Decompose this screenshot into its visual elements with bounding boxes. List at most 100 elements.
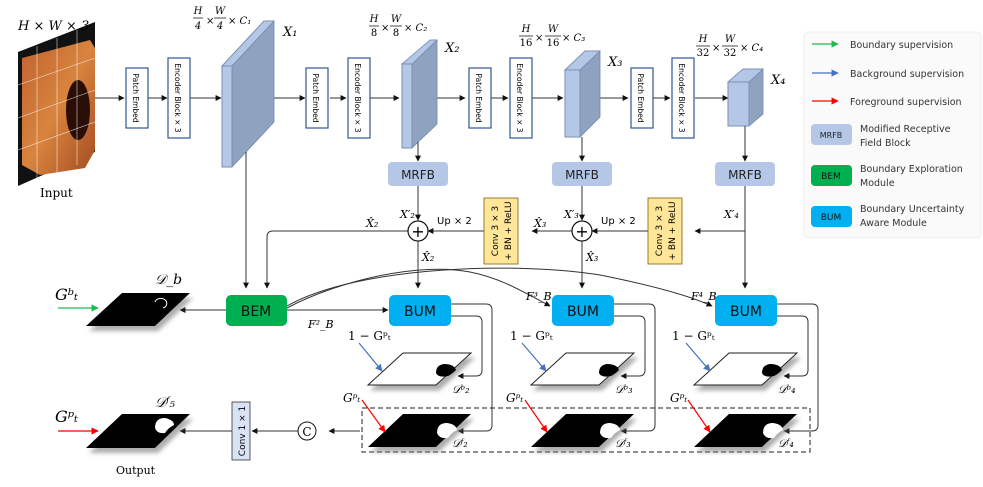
label-fb4: F⁴_B bbox=[690, 290, 717, 303]
label-gtp-4: Gᵖₜ bbox=[670, 391, 687, 405]
map-d5f bbox=[86, 414, 190, 448]
label-up-2-b: Up × 2 bbox=[601, 216, 636, 227]
dims-denominator: 4 bbox=[194, 21, 201, 32]
mrfb-block-2: MRFB bbox=[388, 162, 448, 186]
encoder-label: Encoder Block × 3 bbox=[353, 63, 362, 132]
plus-symbol: + bbox=[575, 222, 588, 241]
patch-embed-label: Patch Embed bbox=[636, 73, 645, 122]
legend-abbr: BEM bbox=[821, 172, 841, 182]
dims-denominator: 8 bbox=[371, 28, 377, 39]
map-d5f-foreground bbox=[155, 418, 174, 434]
map-d3b bbox=[529, 352, 636, 386]
conv-label: + BN + ReLU bbox=[504, 201, 514, 260]
encoder-label: Encoder Block × 3 bbox=[515, 63, 524, 132]
stage-name-x2: X₂ bbox=[444, 41, 459, 56]
patch-embed-1: Patch Embed bbox=[125, 67, 149, 129]
map-db bbox=[86, 293, 190, 326]
background-supervision-arrow-4 bbox=[685, 342, 711, 372]
legend-label: Boundary Uncertainty bbox=[860, 204, 965, 215]
feature-map-x2 bbox=[400, 39, 438, 149]
dims-times: × bbox=[535, 33, 543, 44]
legend-label: Modified Receptive bbox=[860, 124, 951, 135]
label-gtp-3: Gᵖₜ bbox=[506, 391, 523, 405]
dims-denominator: 16 bbox=[520, 38, 533, 49]
legend-mrfb-swatch bbox=[811, 124, 852, 145]
encoder-block-1: Encoder Block × 3 bbox=[167, 57, 191, 139]
dims-numerator: H bbox=[193, 6, 203, 17]
label-x2-hat-down: X̂₂ bbox=[421, 251, 434, 264]
sum-node-3: + bbox=[571, 220, 593, 242]
dims-times: × bbox=[381, 23, 389, 34]
dims-channels: × C₄ bbox=[740, 43, 763, 54]
label-x3-prime: X′₃ bbox=[563, 208, 579, 221]
patch-embed-label: Patch Embed bbox=[474, 73, 483, 122]
stage-dims-x2: H 8 × W 8 × C₂ bbox=[369, 14, 428, 39]
dims-denominator: 32 bbox=[724, 48, 737, 59]
input-dims: H × W × 3 bbox=[17, 19, 89, 34]
sum-node-2: + bbox=[407, 220, 429, 242]
bum-block-4: BUM bbox=[715, 295, 777, 326]
label-x4-prime: X′₄ bbox=[723, 208, 739, 221]
patch-embed-3: Patch Embed bbox=[468, 67, 492, 129]
dims-numerator: W bbox=[215, 6, 226, 17]
label-fb3: F³_B bbox=[525, 290, 552, 303]
encoder-label: Encoder Block × 3 bbox=[677, 63, 686, 132]
label-d3b: 𝒟ᵇ₃ bbox=[615, 383, 633, 396]
foreground-supervision-arrow-4 bbox=[687, 399, 711, 433]
dims-numerator: H bbox=[521, 24, 531, 35]
bem-label: BEM bbox=[241, 304, 272, 320]
label-gtb: Gᵇₜ bbox=[55, 285, 78, 304]
encoder-block-2: Encoder Block × 3 bbox=[347, 57, 371, 139]
patch-embed-4: Patch Embed bbox=[630, 67, 654, 129]
label-one-minus-gtp-3: 1 − Gᵖₜ bbox=[510, 329, 553, 343]
dims-numerator: W bbox=[391, 14, 402, 25]
bum-label: BUM bbox=[730, 304, 762, 320]
mrfb-block-3: MRFB bbox=[552, 162, 612, 186]
conv3x3-block-2: Conv 3 × 3 + BN + ReLU bbox=[647, 197, 683, 265]
foreground-supervision-arrow-2 bbox=[361, 399, 386, 433]
input-image bbox=[17, 22, 96, 186]
bum-label: BUM bbox=[567, 304, 599, 320]
legend-label: Aware Module bbox=[860, 218, 927, 229]
conv-label: + BN + ReLU bbox=[668, 201, 678, 260]
map-d3f bbox=[531, 414, 634, 447]
dims-times: × bbox=[712, 43, 720, 54]
dims-denominator: 32 bbox=[697, 48, 710, 59]
stage-name-x4: X₄ bbox=[770, 73, 785, 88]
map-d4b bbox=[692, 352, 799, 386]
label-d5f: 𝒟ᶠ₅ bbox=[155, 395, 175, 411]
stage-dims-x3: H 16 × W 16 × C₃ bbox=[519, 24, 585, 49]
label-x2-hat-left: X̂₂ bbox=[365, 217, 378, 230]
label-x3-hat-down: X̂₃ bbox=[585, 251, 598, 264]
label-up-2-a: Up × 2 bbox=[437, 216, 472, 227]
label-x3-hat-left: X̂₃ bbox=[533, 217, 546, 230]
encoder-block-4: Encoder Block × 3 bbox=[671, 57, 695, 139]
bem-block: BEM bbox=[226, 295, 287, 326]
bum-label: BUM bbox=[404, 304, 436, 320]
label-d4f: 𝒟ᶠ₄ bbox=[778, 437, 794, 450]
mrfb-block-4: MRFB bbox=[715, 162, 775, 186]
label-d3f: 𝒟ᶠ₃ bbox=[615, 437, 631, 450]
feature-map-x4 bbox=[726, 68, 765, 127]
legend-label: Module bbox=[860, 178, 895, 189]
dims-numerator: W bbox=[548, 24, 559, 35]
feature-map-x3 bbox=[563, 50, 602, 138]
legend-label: Boundary supervision bbox=[850, 40, 953, 51]
encoder-label: Encoder Block × 3 bbox=[173, 63, 182, 132]
legend-label: Background supervision bbox=[850, 69, 964, 80]
concat-symbol: C bbox=[302, 425, 311, 439]
label-d2f: 𝒟ᶠ₂ bbox=[452, 437, 468, 450]
map-db-boundary bbox=[154, 297, 168, 309]
legend-bum-swatch bbox=[811, 206, 852, 227]
bum-block-2: BUM bbox=[389, 295, 451, 326]
label-d4b: 𝒟ᵇ₄ bbox=[778, 383, 796, 396]
bum-block-3: BUM bbox=[552, 295, 614, 326]
legend-label: Field Block bbox=[860, 138, 911, 149]
dims-times: × bbox=[206, 16, 214, 27]
dims-channels: × C₂ bbox=[404, 23, 427, 34]
label-one-minus-gtp-2: 1 − Gᵖₜ bbox=[348, 329, 391, 343]
stage-name-x1: X₁ bbox=[282, 25, 297, 40]
concat-node: C bbox=[297, 421, 317, 441]
background-supervision-arrow-3 bbox=[521, 342, 547, 372]
